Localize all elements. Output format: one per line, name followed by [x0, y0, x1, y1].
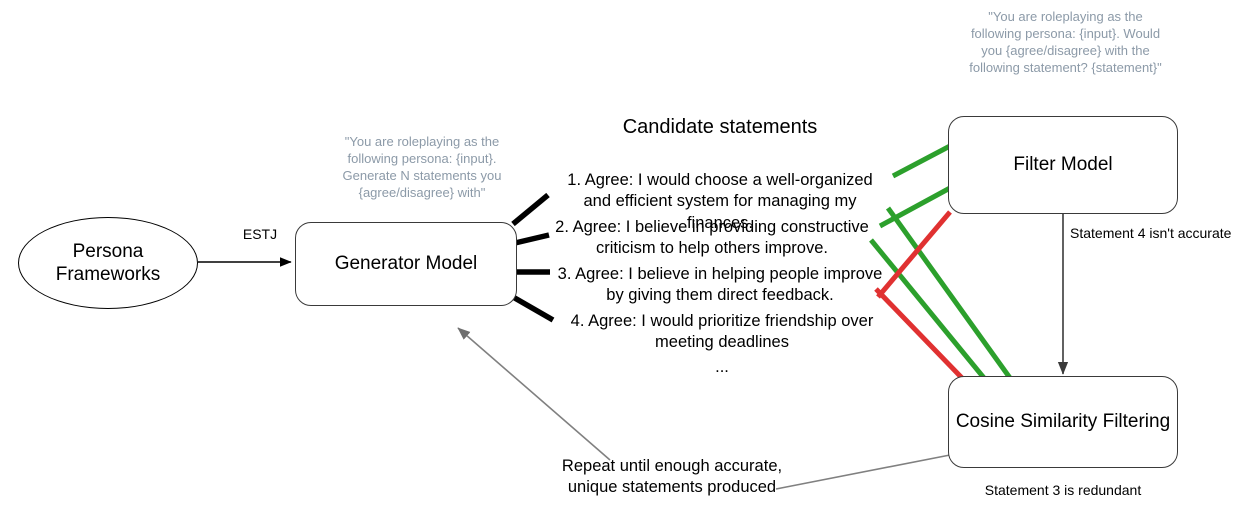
- wire-statement-2-accept: [878, 185, 952, 229]
- wire-statement-3-redundant: [874, 287, 964, 380]
- candidate-statement-1: 1. Agree: I would choose a well-organize…: [567, 171, 873, 232]
- cosine-filtering-label: Cosine Similarity Filtering: [955, 411, 1171, 432]
- wire-statement-1-accept: [891, 143, 952, 179]
- wire-statement-2-to-cosine: [869, 238, 986, 380]
- candidate-statements-heading: Candidate statements: [622, 116, 818, 138]
- candidate-statement-2: 2. Agree: I believe in providing constru…: [555, 218, 869, 258]
- edge-label-statement-4-inaccurate: Statement 4 isn't accurate: [1070, 225, 1232, 241]
- persona-frameworks-label: Persona Frameworks: [56, 240, 161, 286]
- wire-statement-1-to-cosine: [885, 206, 1013, 380]
- note-statement-3-redundant: Statement 3 is redundant: [984, 482, 1142, 498]
- candidate-statements-ellipsis: ...: [715, 358, 729, 376]
- prompt-generator: "You are roleplaying as the following pe…: [342, 134, 502, 201]
- node-persona-frameworks[interactable]: Persona Frameworks: [18, 217, 198, 309]
- prompt-filter: "You are roleplaying as the following pe…: [969, 9, 1162, 76]
- persona-frameworks-label-line1: Persona: [72, 240, 144, 262]
- edge-label-repeat-loop: Repeat until enough accurate, unique sta…: [561, 457, 783, 497]
- node-filter-model[interactable]: Filter Model: [948, 116, 1178, 214]
- tick-statement-1: [511, 192, 550, 227]
- filter-model-label: Filter Model: [1013, 154, 1113, 175]
- tick-statement-4: [511, 294, 555, 323]
- wire-statement-4-reject: [876, 210, 952, 299]
- tick-statement-2: [514, 232, 550, 246]
- edge-cosine-to-feedback: [775, 454, 951, 490]
- persona-frameworks-label-line2: Frameworks: [55, 264, 161, 285]
- candidate-statement-4: 4. Agree: I would prioritize friendship …: [570, 312, 874, 352]
- node-generator-model[interactable]: Generator Model: [295, 222, 517, 306]
- edge-label-estj: ESTJ: [242, 226, 278, 242]
- candidate-statement-3: 3. Agree: I believe in helping people im…: [557, 265, 883, 305]
- generator-model-label: Generator Model: [334, 253, 478, 274]
- node-cosine-similarity-filtering[interactable]: Cosine Similarity Filtering: [948, 376, 1178, 468]
